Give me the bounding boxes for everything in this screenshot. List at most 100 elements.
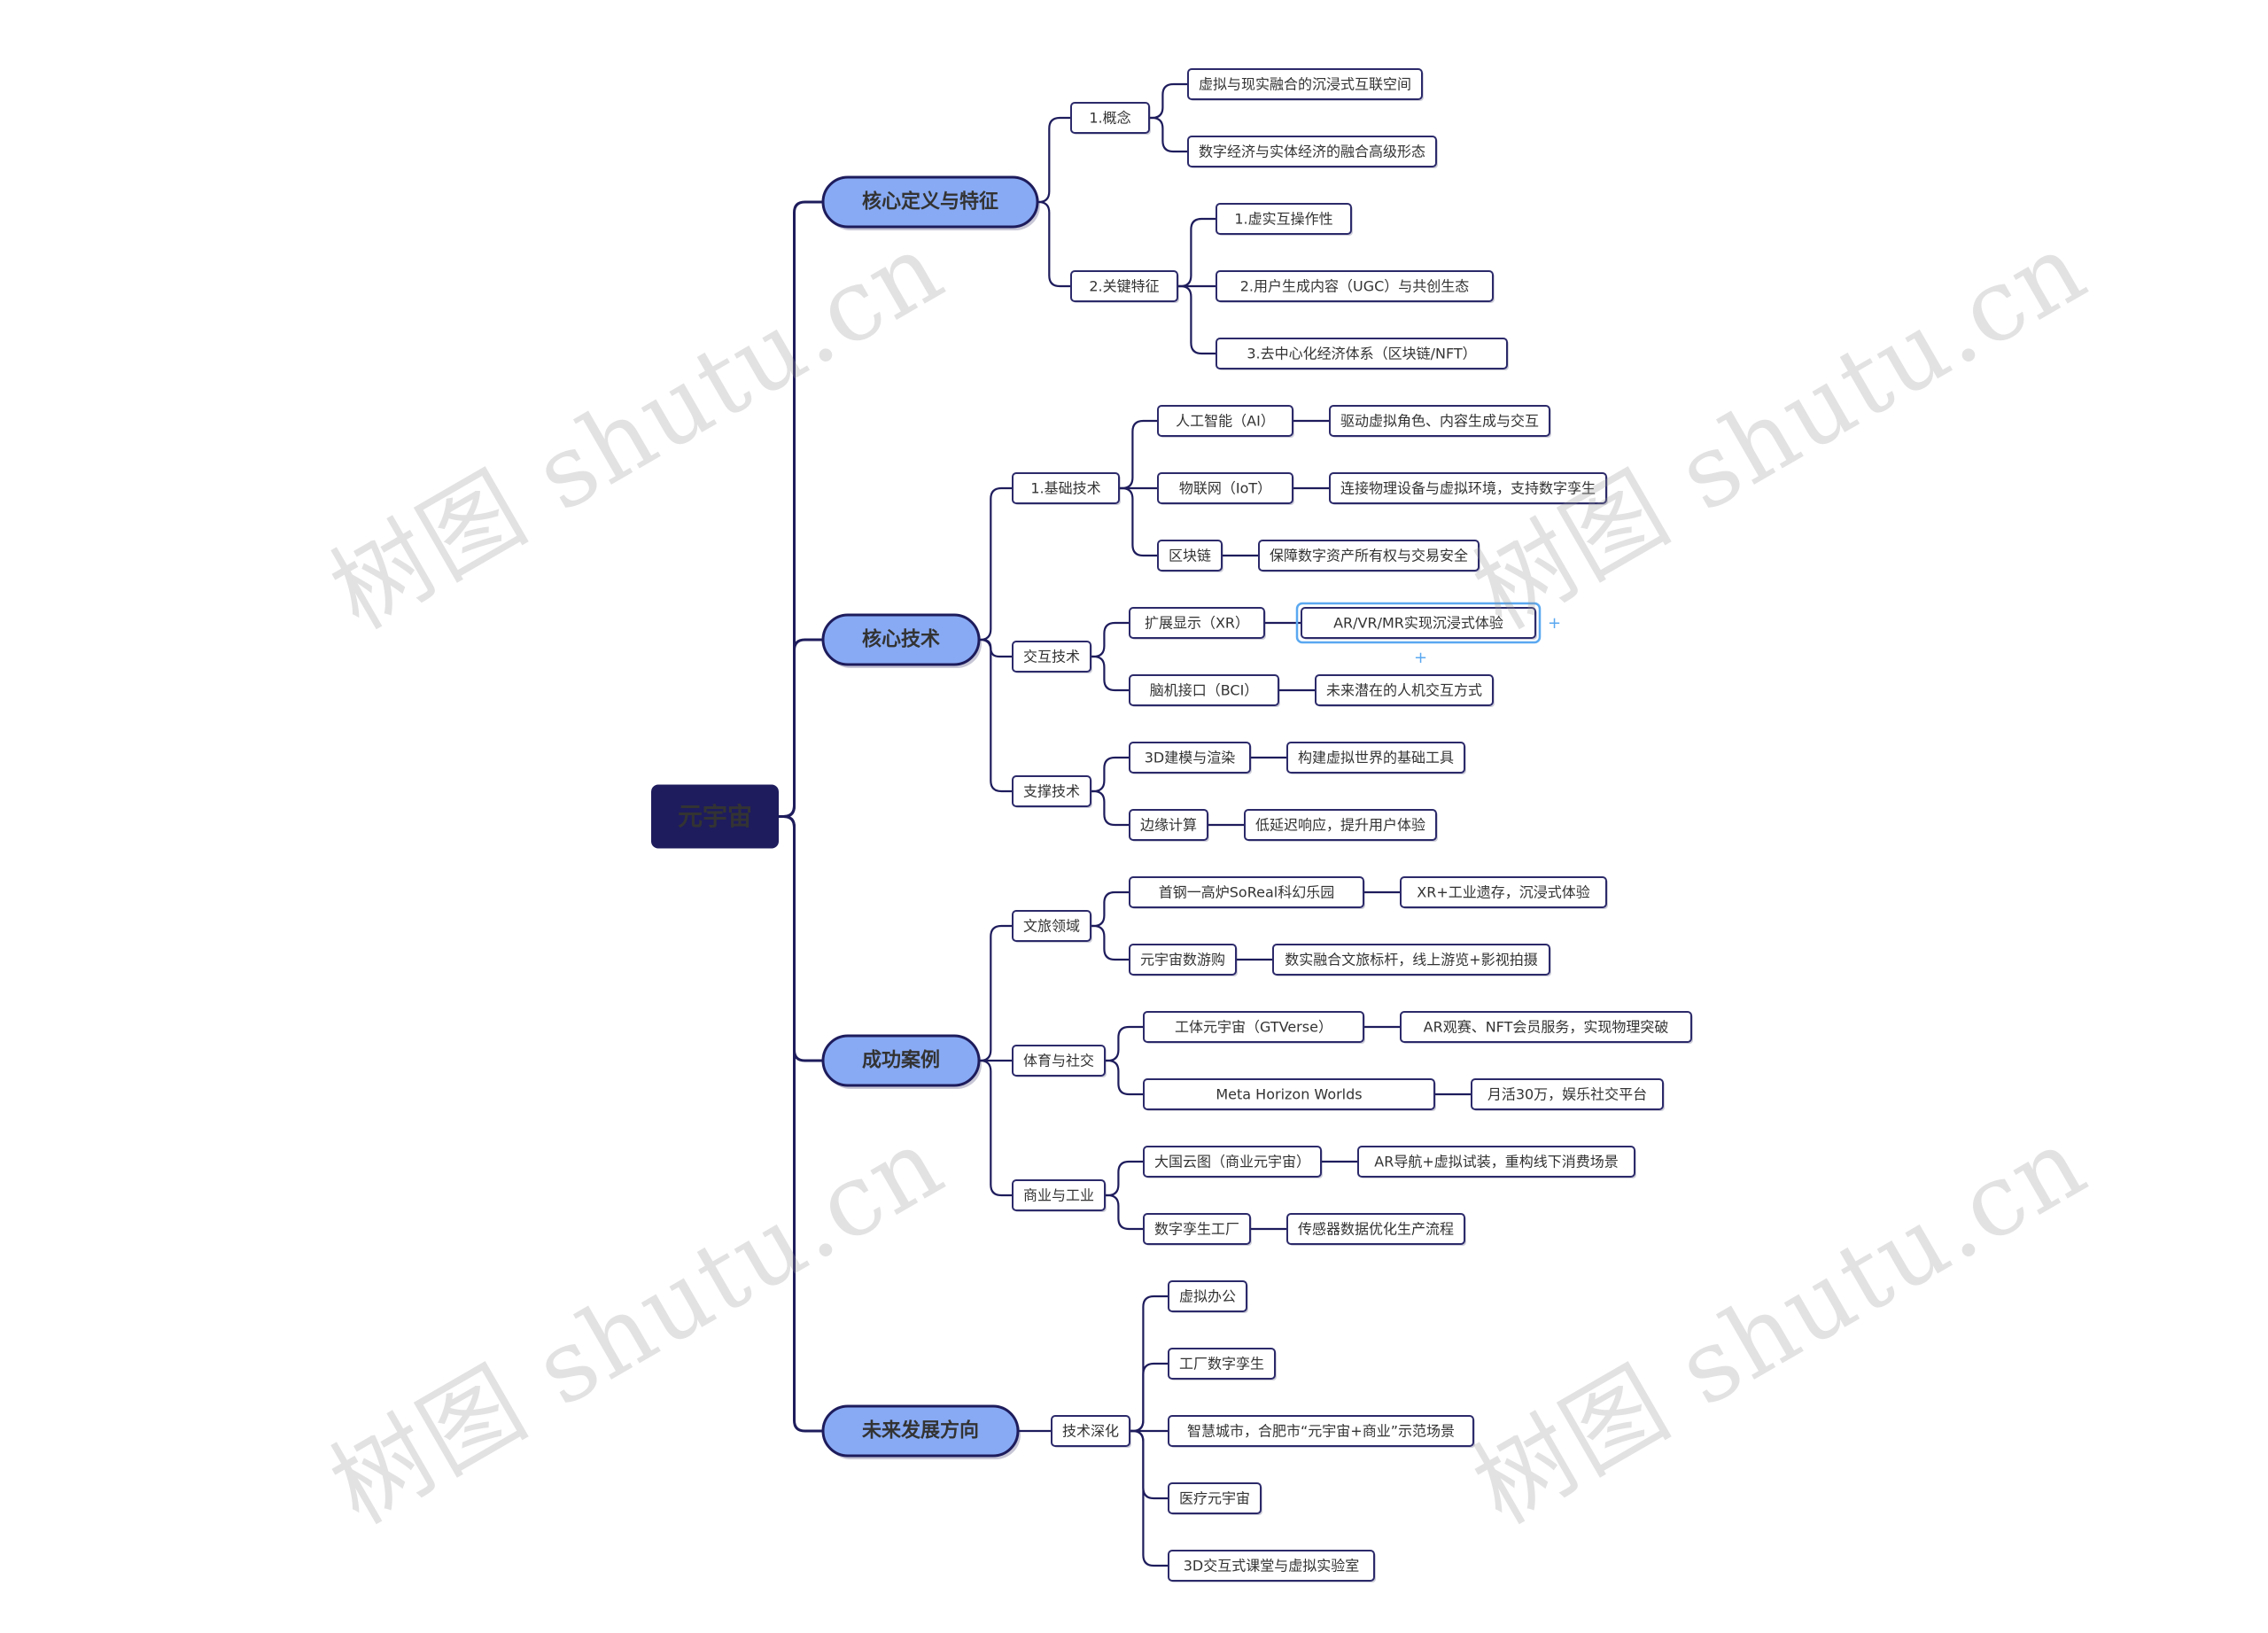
connector-line [1130,1362,1169,1433]
node-label: 医疗元宇宙 [1179,1490,1250,1507]
node-label: 3.去中心化经济体系（区块链/NFT） [1247,346,1476,362]
main-topic-node[interactable]: 核心技术 [821,613,982,668]
node-box [821,1404,1020,1458]
node-box [1400,876,1607,908]
subtopic-node[interactable]: 交互技术 [1012,641,1092,673]
leaf-topic-node[interactable]: 2.用户生成内容（UGC）与共创生态 [1216,270,1495,303]
subtopic-node[interactable]: 支撑技术 [1012,775,1092,808]
leaf-topic-node[interactable]: 3.去中心化经济体系（区块链/NFT） [1216,338,1509,370]
connector-line [979,638,1013,793]
node-box [1012,641,1091,673]
node-box [1272,944,1550,976]
node-box [1129,944,1237,976]
connector-line [1105,1194,1144,1231]
subtopic-node[interactable]: 首钢一高炉SoReal科幻乐园 [1129,876,1365,909]
subtopic-node[interactable]: 人工智能（AI） [1157,405,1294,438]
subtopic-node[interactable]: 文旅领域 [1012,910,1092,943]
connector-line [1130,1429,1169,1500]
leaf-topic-node[interactable]: 构建虚拟世界的基础工具 [1286,742,1466,774]
connector-line [1177,217,1216,288]
leaf-topic-node[interactable]: XR+工业遗存，沉浸式体验 [1400,876,1608,909]
leaf-topic-node[interactable]: ++AR/VR/MR实现沉浸式体验 [1295,602,1561,667]
subtopic-node[interactable]: 1.基础技术 [1012,472,1121,505]
main-topic-node[interactable]: 核心定义与特征 [821,175,1040,230]
leaf-topic-node[interactable]: 驱动虚拟角色、内容生成与交互 [1329,405,1551,438]
subtopic-node[interactable]: 1.概念 [1070,102,1151,135]
leaf-topic-node[interactable]: 虚拟与现实融合的沉浸式互联空间 [1187,68,1424,101]
leaf-topic-node[interactable]: AR观赛、NFT会员服务，实现物理突破 [1400,1011,1693,1044]
subtopic-node[interactable]: 数字孪生工厂 [1143,1213,1252,1246]
node-label: 2.关键特征 [1089,278,1159,295]
connector-lines [779,82,1472,1567]
node-label: 虚拟办公 [1179,1288,1236,1305]
node-box [1143,1011,1364,1043]
subtopic-node[interactable]: 边缘计算 [1129,809,1209,842]
subtopic-node[interactable]: 元宇宙数游购 [1129,944,1238,976]
subtopic-node[interactable]: 工体元宇宙（GTVerse） [1143,1011,1365,1044]
node-box [1012,472,1120,504]
connector-line [1037,200,1071,288]
connector-line [1119,486,1158,557]
subtopic-node[interactable]: 区块链 [1157,540,1223,572]
connector-line [1130,1429,1169,1567]
node-box [1012,910,1091,942]
subtopic-node[interactable]: 扩展显示（XR） [1129,607,1266,640]
node-box [1168,1280,1247,1312]
node-label: 1.基础技术 [1030,480,1100,497]
node-label: 数字经济与实体经济的融合高级形态 [1199,144,1425,160]
node-label: 2.用户生成内容（UGC）与共创生态 [1240,278,1470,295]
subtopic-node[interactable]: 2.关键特征 [1070,270,1179,303]
leaf-topic-node[interactable]: 工厂数字孪生 [1168,1348,1277,1380]
node-label: 构建虚拟世界的基础工具 [1298,750,1454,766]
node-box [1187,136,1437,167]
leaf-topic-node[interactable]: 未来潜在的人机交互方式 [1315,674,1495,707]
leaf-topic-node[interactable]: 月活30万，娱乐社交平台 [1471,1078,1665,1111]
node-label: 文旅领域 [1023,918,1080,935]
leaf-topic-node[interactable]: 保障数字资产所有权与交易安全 [1258,540,1480,572]
subtopic-node[interactable]: 3D建模与渲染 [1129,742,1252,774]
subtopic-node[interactable]: 技术深化 [1051,1415,1131,1448]
leaf-topic-node[interactable]: 智慧城市，合肥市“元宇宙+商业”示范场景 [1168,1415,1475,1448]
node-box [1129,809,1208,841]
subtopic-node[interactable]: 商业与工业 [1012,1179,1107,1212]
leaf-topic-node[interactable]: 医疗元宇宙 [1168,1482,1262,1515]
leaf-topic-node[interactable]: 虚拟办公 [1168,1280,1248,1313]
add-child-icon[interactable]: + [1548,614,1561,633]
subtopic-node[interactable]: 脑机接口（BCI） [1129,674,1280,707]
leaf-topic-node[interactable]: AR导航+虚拟试装，重构线下消费场景 [1357,1146,1636,1178]
node-label: 保障数字资产所有权与交易安全 [1270,548,1468,564]
node-box [1301,607,1536,639]
node-box [1129,876,1364,908]
node-label: 1.概念 [1089,110,1130,127]
node-label: 人工智能（AI） [1176,413,1275,430]
subtopic-node[interactable]: 物联网（IoT） [1157,472,1294,505]
connector-line [979,486,1013,642]
node-box [1129,742,1251,774]
leaf-topic-node[interactable]: 数实融合文旅标杆，线上游览+影视拍摄 [1272,944,1551,976]
leaf-topic-node[interactable]: 连接物理设备与虚拟环境，支持数字孪生 [1329,472,1608,505]
node-box [821,175,1039,229]
node-label: Meta Horizon Worlds [1216,1086,1362,1103]
leaf-topic-node[interactable]: 传感器数据优化生产流程 [1286,1213,1466,1246]
leaf-topic-node[interactable]: 低延迟响应，提升用户体验 [1244,809,1438,842]
root-topic-node[interactable]: 元宇宙 [651,784,779,849]
main-topic-node[interactable]: 未来发展方向 [821,1404,1021,1459]
subtopic-node[interactable]: Meta Horizon Worlds [1143,1078,1436,1111]
leaf-topic-node[interactable]: 1.虚实互操作性 [1216,203,1353,236]
node-label: 1.虚实互操作性 [1234,211,1332,228]
node-label: 商业与工业 [1023,1187,1094,1204]
node-label: 数字孪生工厂 [1154,1221,1239,1238]
add-sibling-icon[interactable]: + [1414,649,1427,667]
subtopic-node[interactable]: 大国云图（商业元宇宙） [1143,1146,1323,1178]
leaf-topic-node[interactable]: 数字经济与实体经济的融合高级形态 [1187,136,1438,168]
node-box [1129,674,1279,706]
node-box [821,1034,981,1087]
leaf-topic-node[interactable]: 3D交互式课堂与虚拟实验室 [1168,1550,1376,1582]
connector-line [779,815,823,1433]
subtopic-node[interactable]: 体育与社交 [1012,1045,1107,1077]
main-topic-node[interactable]: 成功案例 [821,1034,982,1089]
connector-line [1091,655,1130,692]
node-label: 传感器数据优化生产流程 [1298,1221,1454,1238]
node-label: 驱动虚拟角色、内容生成与交互 [1340,413,1539,430]
